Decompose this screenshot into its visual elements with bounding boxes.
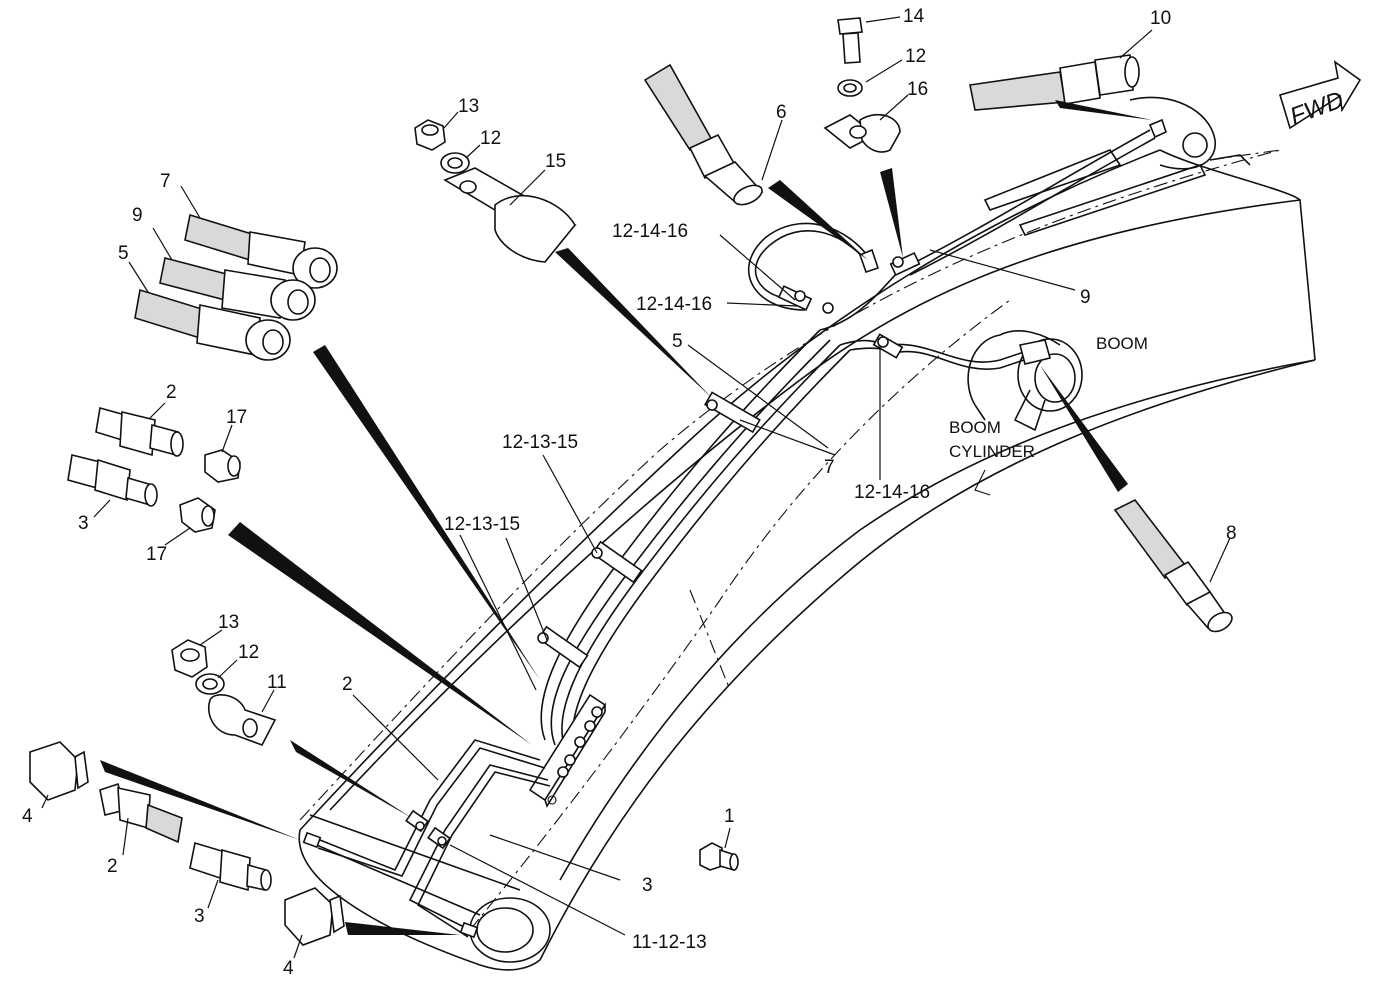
part-17-fitting-a — [204, 449, 241, 483]
callout-17: 17 — [146, 544, 167, 565]
hose-bundle — [537, 118, 1167, 751]
callout-5: 5 — [672, 331, 683, 352]
part-4-plug-b — [284, 887, 345, 946]
boom-structure — [298, 96, 1316, 971]
part-13-nut-b — [171, 639, 208, 678]
callout-1: 1 — [724, 806, 735, 827]
boom-cylinder-label-2: CYLINDER — [949, 442, 1035, 461]
component-labels: BOOM BOOM CYLINDER — [949, 334, 1148, 461]
callout-2: 2 — [166, 382, 177, 403]
part-14-bolt — [837, 17, 863, 64]
callout-12-13-15: 12-13-15 — [502, 432, 578, 453]
part-15-clamp — [443, 167, 577, 263]
callout-2: 2 — [342, 674, 353, 695]
part-10-hose — [969, 54, 1140, 111]
callout-14: 14 — [903, 6, 925, 27]
callout-12-14-16: 12-14-16 — [854, 482, 930, 503]
callout-9: 9 — [1080, 287, 1091, 308]
callout-11: 11 — [267, 672, 287, 693]
callout-15: 15 — [545, 151, 566, 172]
part-2-fitting-b — [99, 782, 183, 844]
callout-12: 12 — [238, 642, 259, 663]
pointer-wedges — [100, 100, 1152, 935]
callout-12-13-15: 12-13-15 — [444, 514, 520, 535]
part-9-hose — [159, 257, 316, 321]
boom-label: BOOM — [1096, 334, 1148, 353]
callout-12-14-16: 12-14-16 — [612, 221, 688, 242]
callout-6: 6 — [776, 102, 787, 123]
fwd-arrow: FWD — [1279, 60, 1362, 130]
part-6-hose — [643, 63, 764, 206]
callout-5: 5 — [118, 243, 129, 264]
callout-labels: 14 12 16 10 6 13 12 15 7 9 5 2 17 3 17 1… — [22, 6, 1237, 979]
callout-3: 3 — [194, 906, 205, 927]
callout-7: 7 — [160, 171, 171, 192]
callout-7: 7 — [824, 457, 835, 478]
fwd-label: FWD — [1287, 86, 1348, 130]
callout-13: 13 — [218, 612, 239, 633]
callout-3: 3 — [78, 513, 89, 534]
boom-cylinder-label-1: BOOM — [949, 418, 1001, 437]
part-5-hose — [134, 288, 291, 361]
callout-12-14-16: 12-14-16 — [636, 294, 712, 315]
part-4-plug-a — [29, 741, 89, 801]
part-17-fitting-b — [179, 497, 216, 533]
callout-4: 4 — [283, 958, 294, 979]
callout-12: 12 — [480, 128, 501, 149]
callout-8: 8 — [1226, 523, 1237, 544]
callout-10: 10 — [1150, 8, 1171, 29]
part-3-fitting-a — [67, 454, 158, 507]
loose-parts — [29, 17, 1233, 946]
callout-17: 17 — [226, 407, 247, 428]
callout-9: 9 — [132, 205, 143, 226]
part-3-fitting-b — [189, 841, 272, 892]
part-16-clamp — [823, 114, 901, 153]
callout-3: 3 — [642, 875, 653, 896]
part-8-hose — [1113, 498, 1233, 633]
callout-13: 13 — [458, 96, 479, 117]
part-11-clamp — [208, 694, 277, 746]
callout-4: 4 — [22, 806, 33, 827]
part-2-fitting-a — [95, 406, 184, 457]
part-7-hose — [184, 213, 338, 289]
callout-16: 16 — [907, 79, 928, 100]
callout-11-12-13: 11-12-13 — [632, 932, 707, 953]
callout-12: 12 — [905, 46, 926, 67]
manifold-block — [302, 693, 607, 939]
part-13-nut — [414, 119, 446, 151]
boom-cylinder — [967, 330, 1083, 496]
callout-2: 2 — [107, 856, 118, 877]
part-1-fitting — [699, 842, 739, 872]
leader-lines — [41, 16, 1231, 959]
